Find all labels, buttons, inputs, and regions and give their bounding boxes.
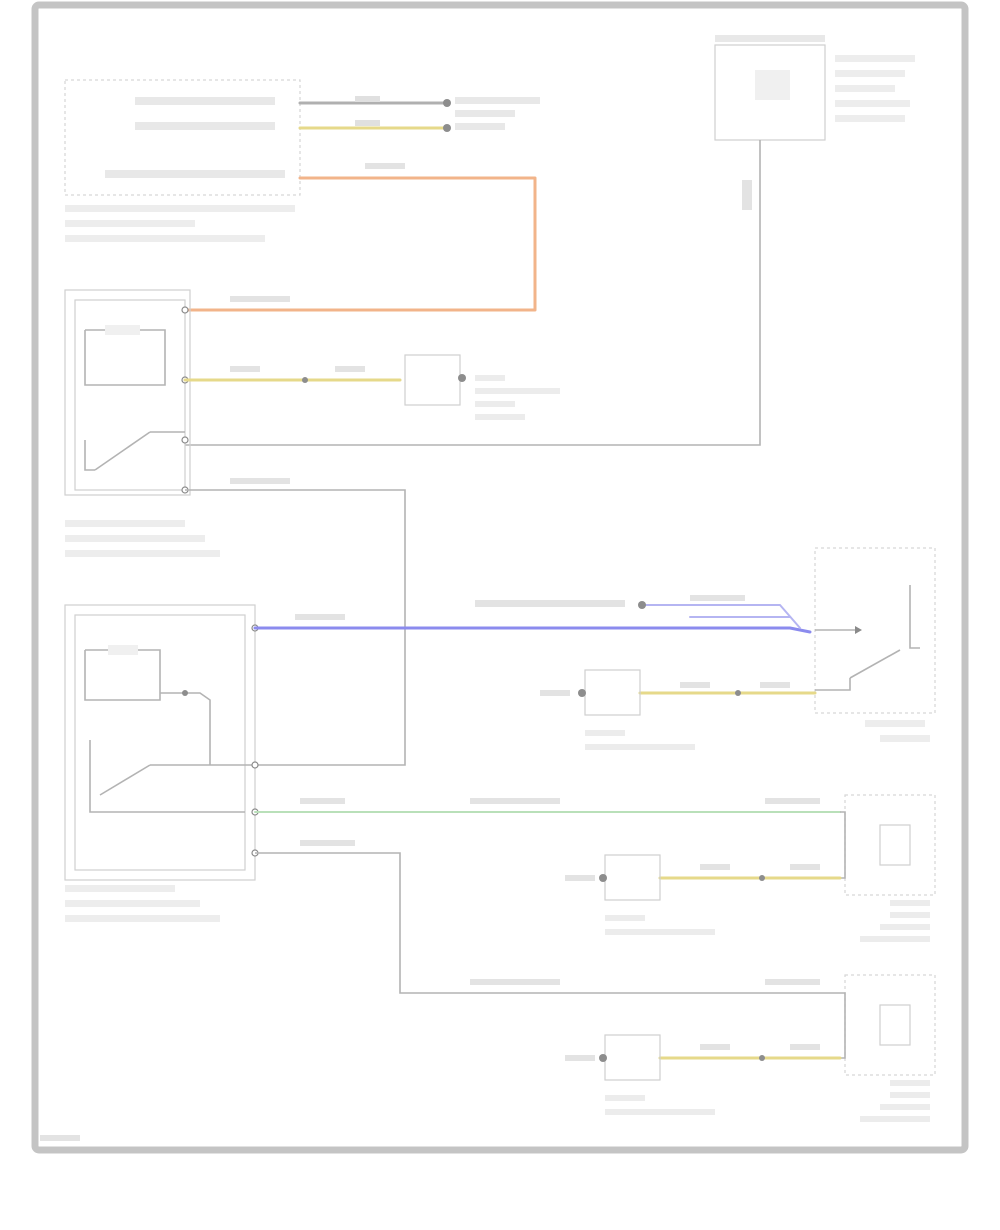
wire-blue [253,626,812,634]
sensor-1 [840,794,936,942]
diagram-frame [31,1,969,1154]
wire-orange [183,176,537,312]
sensor-2 [840,974,936,1122]
wire-blue-branch [639,604,801,629]
top-left-module [64,79,301,242]
fuse-box [404,354,560,420]
wire-gray-relay2-bottom [255,852,840,994]
relay-1 [64,289,220,557]
relay-2 [64,604,259,922]
connector-dot [443,124,451,132]
wire-gray-right-vertical [185,140,761,446]
connector-dot [443,99,451,107]
top-right-module [714,35,915,141]
right-switch [814,547,936,742]
